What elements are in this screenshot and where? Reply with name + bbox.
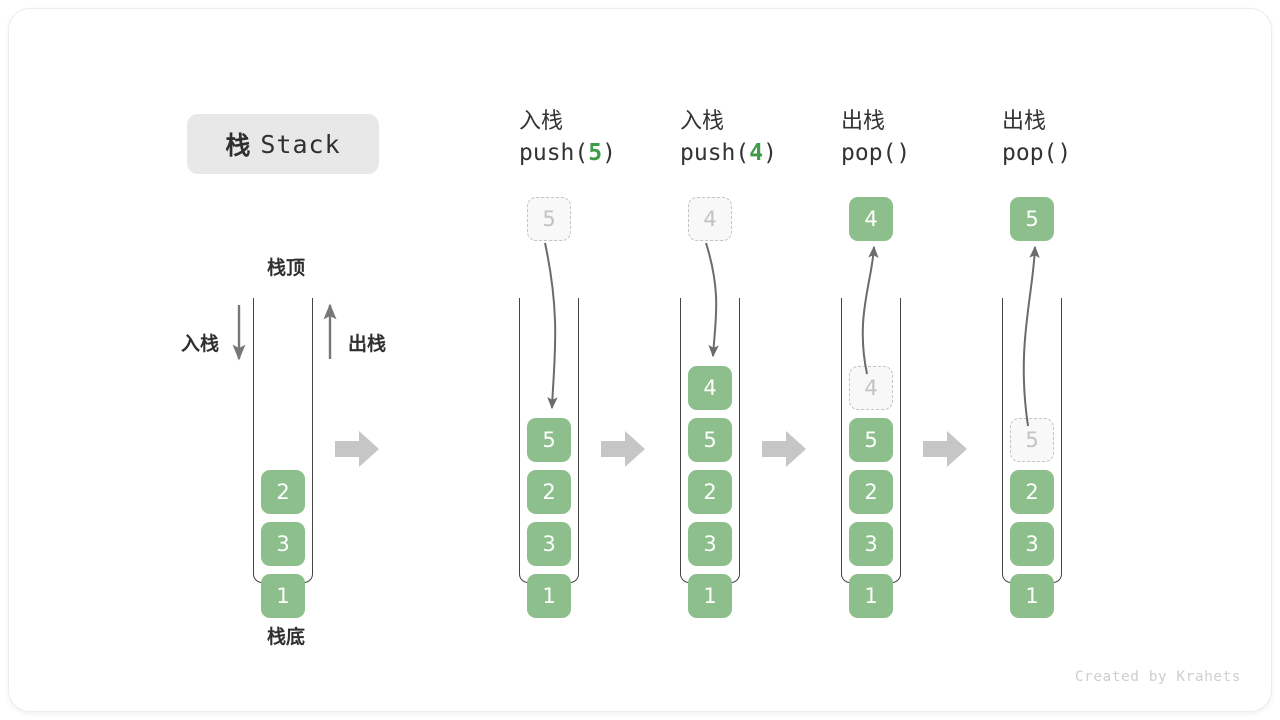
- footer-credit: Created by Krahets: [1074, 669, 1241, 685]
- stack-cell: 1: [261, 574, 305, 618]
- column-header-pop-5: 出栈 pop(): [1002, 106, 1162, 170]
- stack-cell-ghost: 4: [849, 366, 893, 410]
- column-header-cn: 入栈: [519, 108, 564, 133]
- stack-cell: 5: [849, 418, 893, 462]
- label-stack-bottom: 栈底: [267, 627, 306, 648]
- stack-cell: 5: [688, 418, 732, 462]
- stack-cell: 3: [261, 522, 305, 566]
- floating-cell-pop-5: 5: [1010, 197, 1054, 241]
- code-prefix: pop(: [841, 140, 897, 166]
- stack-cell-ghost: 5: [1010, 418, 1054, 462]
- transition-arrow-icon: [601, 431, 645, 467]
- code-prefix: push(: [680, 140, 750, 166]
- code-argument: 4: [749, 140, 764, 166]
- column-header-cn: 出栈: [841, 108, 886, 133]
- stack-cell: 1: [527, 574, 571, 618]
- stack-cell: 2: [527, 470, 571, 514]
- code-prefix: pop(: [1002, 140, 1058, 166]
- stack-cell: 1: [1010, 574, 1054, 618]
- title-cn: 栈: [225, 132, 252, 160]
- code-prefix: push(: [519, 140, 589, 166]
- stack-cell: 3: [688, 522, 732, 566]
- column-header-cn: 出栈: [1002, 108, 1047, 133]
- stack-cell: 3: [527, 522, 571, 566]
- stack-cell: 1: [688, 574, 732, 618]
- stack-cell: 2: [1010, 470, 1054, 514]
- column-header-pop-4: 出栈 pop(): [841, 106, 1001, 170]
- column-header-cn: 入栈: [680, 108, 725, 133]
- floating-cell-pop-4: 4: [849, 197, 893, 241]
- column-header-code: pop(): [841, 136, 1001, 170]
- floating-cell-push-4: 4: [688, 197, 732, 241]
- stack-cell: 2: [849, 470, 893, 514]
- column-header-code: push(4): [680, 136, 840, 170]
- column-header-push-4: 入栈 push(4): [680, 106, 840, 170]
- transition-arrow-icon: [923, 431, 967, 467]
- code-suffix: ): [1057, 140, 1072, 166]
- stack-cell: 3: [1010, 522, 1054, 566]
- column-header-code: push(5): [519, 136, 679, 170]
- label-stack-top: 栈顶: [267, 258, 306, 279]
- column-header-code: pop(): [1002, 136, 1162, 170]
- transition-arrow-icon: [335, 431, 379, 467]
- code-suffix: ): [763, 140, 777, 166]
- column-header-push-5: 入栈 push(5): [519, 106, 679, 170]
- stack-cell: 4: [688, 366, 732, 410]
- title-en: Stack: [260, 129, 341, 159]
- code-suffix: ): [602, 140, 616, 166]
- code-suffix: ): [896, 140, 911, 166]
- page-title: 栈 Stack: [187, 114, 379, 174]
- stack-cell: 2: [261, 470, 305, 514]
- stack-cell: 5: [527, 418, 571, 462]
- stack-cell: 1: [849, 574, 893, 618]
- code-argument: 5: [588, 140, 603, 166]
- stack-cell: 2: [688, 470, 732, 514]
- transition-arrow-icon: [762, 431, 806, 467]
- stack-cell: 3: [849, 522, 893, 566]
- label-push-left: 入栈: [181, 334, 220, 355]
- floating-cell-push-5: 5: [527, 197, 571, 241]
- label-pop-left: 出栈: [348, 334, 387, 355]
